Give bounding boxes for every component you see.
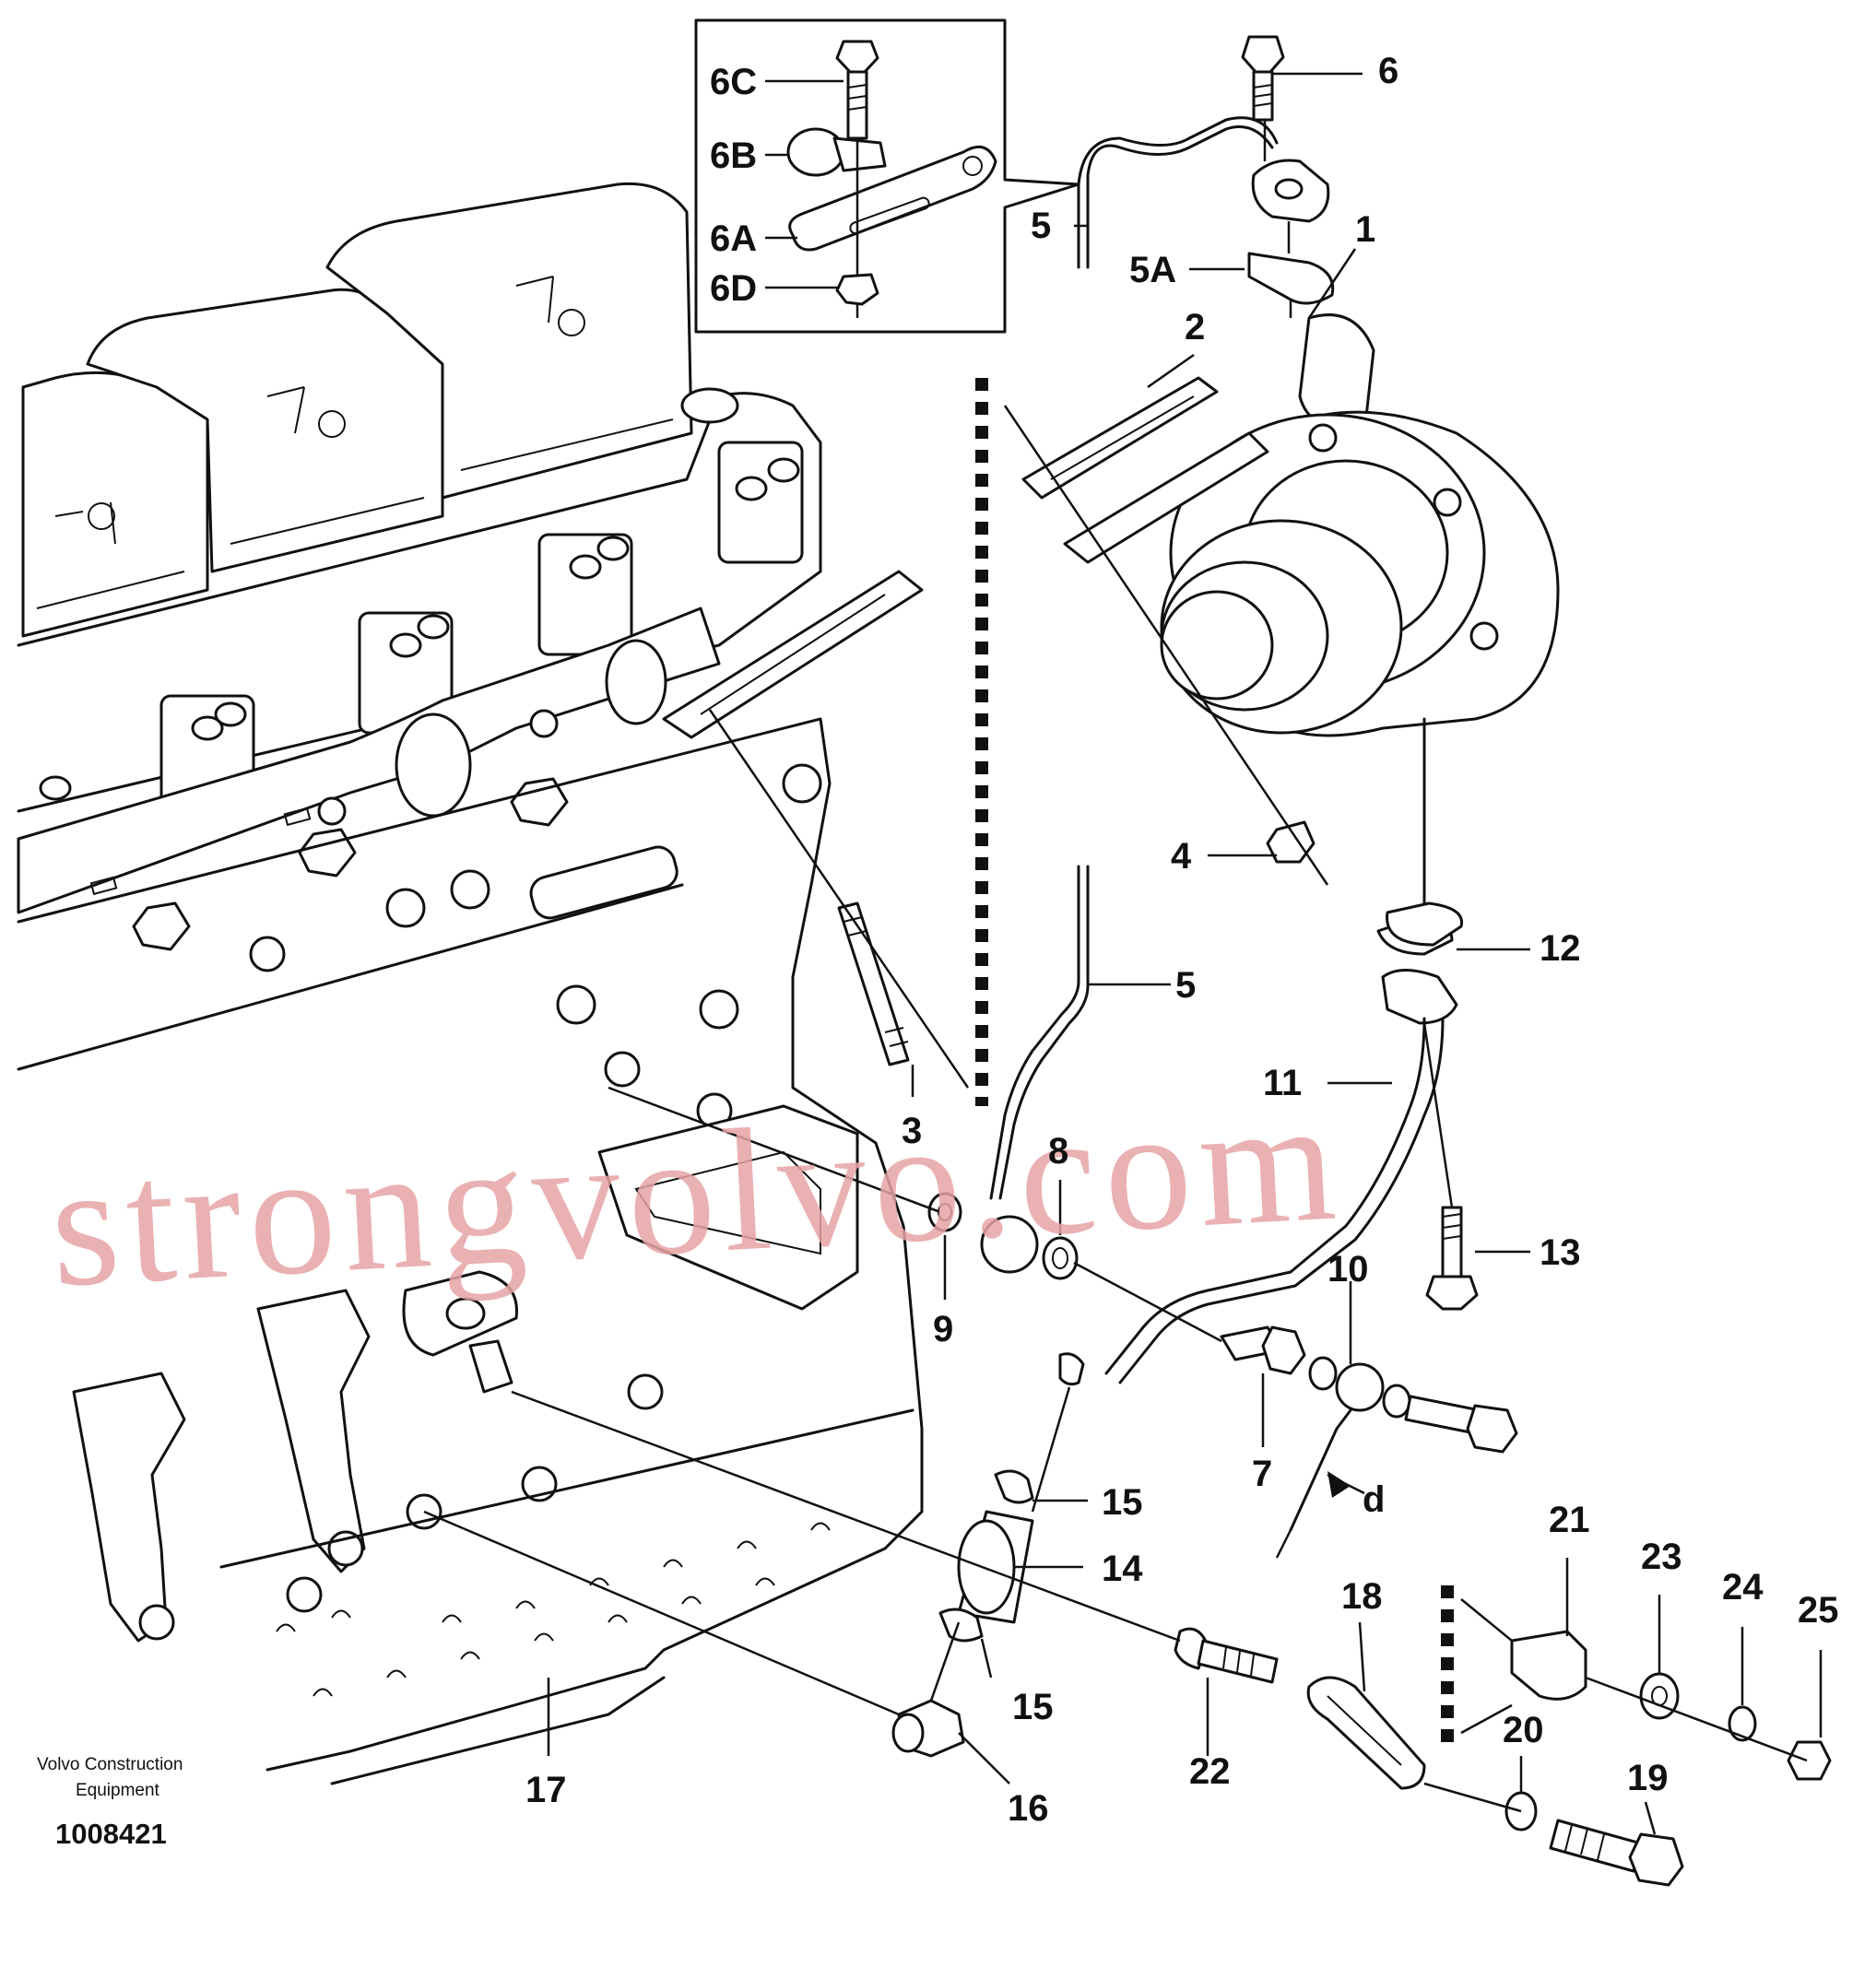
turbocharger-drawing xyxy=(1021,313,1560,933)
assembly-lines xyxy=(423,120,1808,1813)
label-20: 20 xyxy=(1503,1710,1544,1750)
label-16: 16 xyxy=(1008,1788,1049,1829)
pipes-drawing xyxy=(891,116,1458,1758)
label-5A: 5A xyxy=(1129,250,1176,290)
label-3: 3 xyxy=(902,1111,922,1151)
label-2: 2 xyxy=(1185,307,1205,347)
label-6D: 6D xyxy=(710,268,757,309)
label-17: 17 xyxy=(525,1770,567,1810)
label-5-lower: 5 xyxy=(1175,965,1196,1006)
leader-lines xyxy=(547,72,1823,1835)
figure-credit: Volvo Construction Equipment 1008421 xyxy=(37,1755,183,1850)
label-15-lower: 15 xyxy=(1012,1687,1054,1727)
label-9: 9 xyxy=(933,1309,953,1349)
label-23: 23 xyxy=(1641,1537,1682,1577)
label-6: 6 xyxy=(1378,51,1398,91)
label-22: 22 xyxy=(1189,1751,1231,1792)
label-6C: 6C xyxy=(710,62,757,102)
label-18: 18 xyxy=(1341,1576,1383,1617)
label-4: 4 xyxy=(1171,836,1192,877)
label-1: 1 xyxy=(1355,209,1375,250)
label-8: 8 xyxy=(1048,1131,1068,1172)
label-24: 24 xyxy=(1722,1567,1764,1608)
engine-block-drawing xyxy=(17,182,924,1785)
figure-number: 1008421 xyxy=(55,1818,167,1850)
label-13: 13 xyxy=(1540,1232,1581,1273)
hardware-drawing xyxy=(837,35,1832,1887)
label-21: 21 xyxy=(1549,1500,1590,1540)
label-14: 14 xyxy=(1102,1549,1143,1589)
label-6A: 6A xyxy=(710,218,757,259)
label-11: 11 xyxy=(1263,1063,1302,1103)
label-6B: 6B xyxy=(710,135,757,176)
label-5-upper: 5 xyxy=(1031,206,1051,246)
label-10: 10 xyxy=(1327,1249,1369,1290)
label-25: 25 xyxy=(1798,1590,1839,1631)
part-labels: 6C 6B 6A 6D 6 5 5A 1 2 4 12 5 11 3 8 13 … xyxy=(525,51,1839,1829)
watermark: strongvolvo.com xyxy=(46,1063,1347,1324)
label-12: 12 xyxy=(1540,928,1581,969)
label-7: 7 xyxy=(1252,1454,1272,1494)
label-15-upper: 15 xyxy=(1102,1482,1143,1523)
inset-detail xyxy=(694,18,1080,334)
label-19: 19 xyxy=(1627,1758,1669,1798)
credit-line-1: Volvo Construction xyxy=(37,1755,183,1774)
credit-line-2: Equipment xyxy=(76,1781,160,1800)
label-d: d xyxy=(1363,1479,1385,1520)
